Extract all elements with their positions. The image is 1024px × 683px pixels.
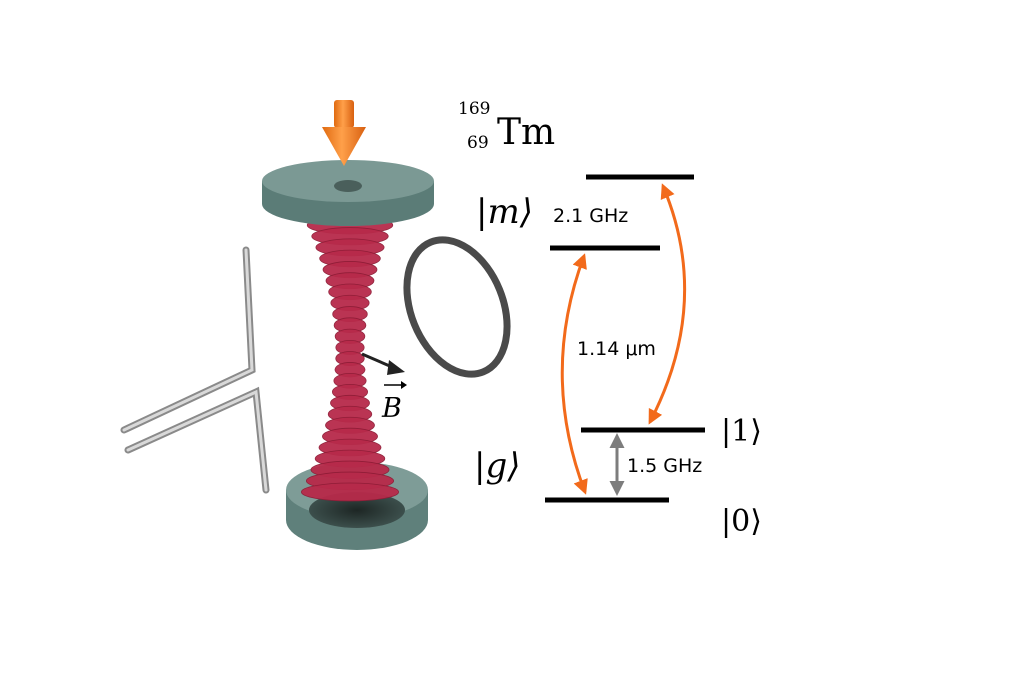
b-field-arrow-icon — [361, 352, 405, 375]
upper-splitting-label: 2.1 GHz — [553, 205, 628, 227]
transition-arrow-1-m — [648, 183, 687, 425]
b-vector-arrow — [384, 381, 407, 389]
level-0-label: |0⟩ — [721, 504, 762, 539]
b-field-label: B — [381, 393, 402, 424]
optical-wavelength-label: 1.14 μm — [577, 338, 656, 360]
rf-loop-icon — [403, 236, 511, 378]
lower-splitting-label: 1.5 GHz — [627, 455, 702, 477]
atomic-number: 69 — [467, 133, 489, 153]
level-g-label: |g⟩ — [474, 446, 520, 486]
level-m-label: |m⟩ — [476, 192, 533, 232]
level-1-label: |1⟩ — [721, 414, 762, 449]
element-symbol: Tm — [497, 112, 555, 153]
wave-bead — [300, 482, 399, 502]
standing-wave — [300, 204, 399, 502]
transition-arrow-g-m — [560, 253, 588, 495]
electrode-rods — [120, 246, 270, 494]
mass-number: 169 — [458, 99, 490, 119]
pump-arrow-icon — [322, 100, 366, 166]
top-mirror — [262, 160, 434, 226]
energy-levels — [545, 174, 705, 503]
